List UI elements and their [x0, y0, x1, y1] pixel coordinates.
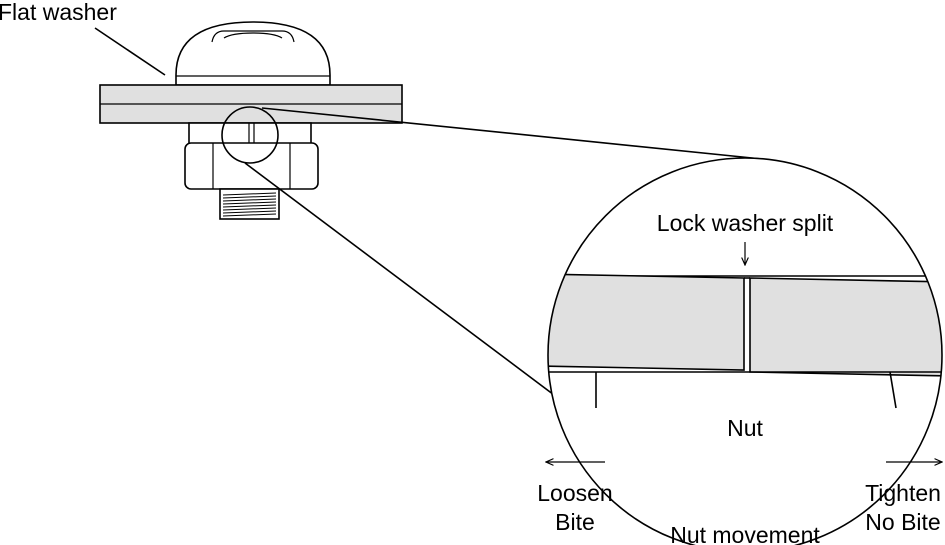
tighten-label: Tighten — [865, 480, 941, 506]
flat-washer-leader — [94, 27, 166, 76]
lock-washer-split-label: Lock washer split — [657, 210, 834, 236]
detail-circle — [221, 106, 279, 164]
bolt-assembly — [99, 21, 403, 220]
flat-washer-label: Flat washer — [0, 0, 117, 25]
nut-label: Nut — [727, 415, 763, 441]
thread-line — [222, 207, 277, 211]
magnified-circle — [547, 157, 943, 545]
lock-washer — [188, 122, 312, 146]
screw-slot — [211, 30, 295, 43]
thread-line — [222, 210, 277, 214]
screw-head — [175, 21, 331, 86]
magnified-detail — [547, 157, 943, 545]
lock-washer-left-half — [548, 273, 745, 371]
nut-movement-label: Nut movement — [670, 522, 820, 545]
bite-label: Bite — [555, 509, 595, 535]
thread-line — [222, 201, 277, 205]
thread-line — [222, 192, 277, 196]
thread-line — [222, 213, 277, 217]
magnifier-line-top — [261, 107, 763, 160]
loosen-label: Loosen — [537, 480, 612, 506]
lock-washer-right-half — [749, 277, 942, 377]
thread-line — [222, 198, 277, 202]
nut — [184, 142, 319, 190]
thread-line — [222, 195, 277, 199]
no-bite-label: No Bite — [865, 509, 940, 535]
thread-line — [222, 204, 277, 208]
